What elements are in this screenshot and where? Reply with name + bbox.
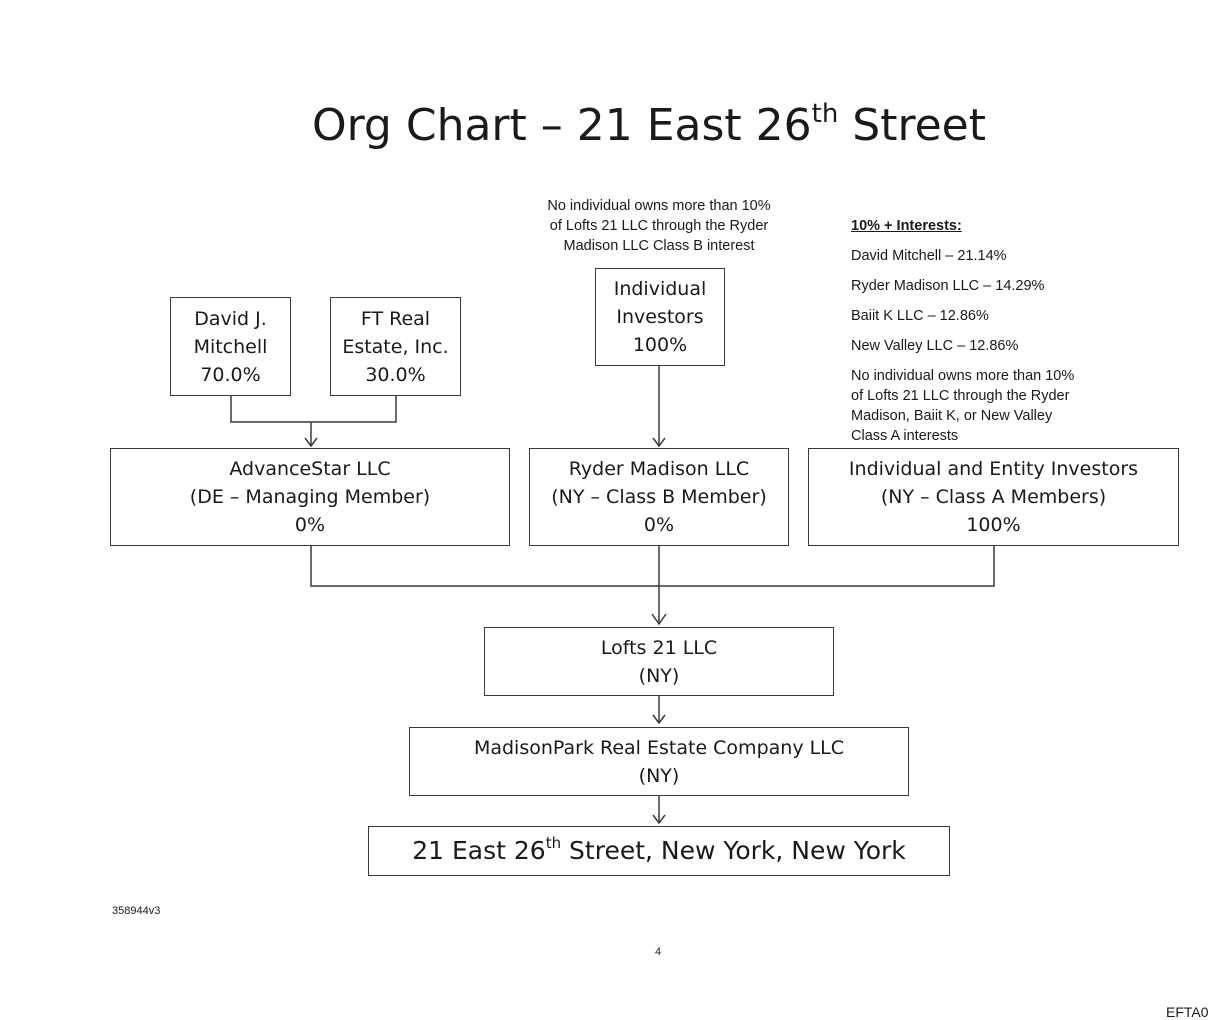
class-a-note-line: No individual owns more than 10% <box>851 368 1075 384</box>
arrowhead-advancestar <box>304 437 318 448</box>
box-individual-investors: Individual Investors 100% <box>595 268 725 366</box>
box-line: 70.0% <box>200 363 261 386</box>
arrowhead-lofts <box>651 613 667 626</box>
class-b-note-line: No individual owns more than 10% <box>547 198 771 214</box>
box-madisonpark: MadisonPark Real Estate Company LLC (NY) <box>409 727 909 796</box>
title-suffix: Street <box>838 100 986 151</box>
box-line: MadisonPark Real Estate Company LLC <box>473 736 845 759</box>
interest-item: Ryder Madison LLC – 14.29% <box>851 278 1045 294</box>
interest-item: Baiit K LLC – 12.86% <box>851 308 989 324</box>
interest-item: New Valley LLC – 12.86% <box>851 338 1019 354</box>
document-id: 358944v3 <box>112 905 161 917</box>
property-suffix: Street, New York, New York <box>561 836 906 865</box>
arrowhead-ryder <box>652 437 666 448</box>
property-prefix: 21 East 26 <box>412 836 546 865</box>
box-line: 100% <box>632 334 688 356</box>
box-ryder-madison: Ryder Madison LLC (NY – Class B Member) … <box>529 448 789 546</box>
connector-owners-to-advancestar <box>230 396 397 446</box>
box-line: AdvanceStar LLC <box>229 458 391 480</box>
box-line: (NY – Class A Members) <box>880 486 1107 508</box>
box-line: Ryder Madison LLC <box>568 458 750 480</box>
title-superscript: th <box>811 99 839 129</box>
interests-heading: 10% + Interests: <box>851 218 962 234</box>
box-lofts-21: Lofts 21 LLC (NY) <box>484 627 834 696</box>
box-line: Individual and Entity Investors <box>848 458 1139 480</box>
class-a-note: No individual owns more than 10% of Loft… <box>851 366 1074 446</box>
box-line: (NY) <box>638 764 680 787</box>
box-line: David J. <box>194 307 267 330</box>
box-david-mitchell: David J. Mitchell 70.0% <box>170 297 291 396</box>
page-title: Org Chart – 21 East 26th Street <box>0 96 1222 156</box>
box-line: Estate, Inc. <box>342 335 449 358</box>
box-line: 30.0% <box>365 363 426 386</box>
arrowhead-madisonpark <box>652 714 666 725</box>
box-line: (NY – Class B Member) <box>551 486 767 508</box>
box-line: Individual <box>613 278 707 300</box>
interest-item: David Mitchell – 21.14% <box>851 248 1007 264</box>
box-line: (NY) <box>638 664 680 687</box>
class-b-note-line: Madison LLC Class B interest <box>563 238 755 254</box>
box-line: 100% <box>966 514 1021 536</box>
box-line: Mitchell <box>193 335 268 358</box>
box-ft-real-estate: FT Real Estate, Inc. 30.0% <box>330 297 461 396</box>
class-a-note-line: Class A interests <box>851 428 959 444</box>
box-line: 0% <box>643 514 675 536</box>
class-b-note-line: of Lofts 21 LLC through the Ryder <box>549 218 769 234</box>
box-line: FT Real <box>360 307 431 330</box>
page-number: 4 <box>655 946 662 958</box>
arrowhead-property <box>652 814 666 825</box>
class-b-note: No individual owns more than 10% of Loft… <box>520 196 798 256</box>
box-line: (DE – Managing Member) <box>189 486 431 508</box>
box-line: Lofts 21 LLC <box>600 636 718 659</box>
box-class-a-investors: Individual and Entity Investors (NY – Cl… <box>808 448 1179 546</box>
box-line: 0% <box>294 514 326 536</box>
connector-members-to-lofts <box>310 546 995 624</box>
property-superscript: th <box>545 834 562 852</box>
class-a-note-line: Madison, Baiit K, or New Valley <box>851 408 1053 424</box>
class-a-note-line: of Lofts 21 LLC through the Ryder <box>851 388 1070 404</box>
title-prefix: Org Chart – 21 East 26 <box>311 100 812 151</box>
box-advancestar: AdvanceStar LLC (DE – Managing Member) 0… <box>110 448 510 546</box>
box-line: Investors <box>616 306 704 328</box>
edge-text: EFTA0 <box>1166 1004 1209 1020</box>
box-property: 21 East 26th Street, New York, New York <box>368 826 950 876</box>
